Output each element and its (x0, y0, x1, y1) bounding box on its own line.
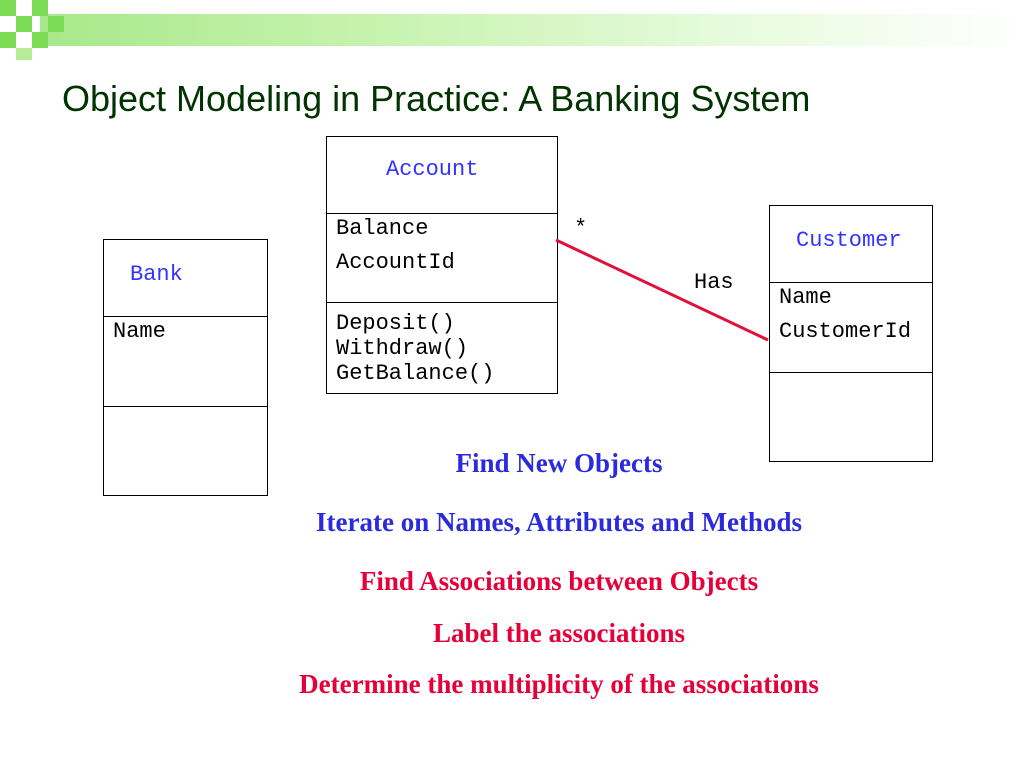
deco-square (0, 32, 16, 48)
bank-class-name: Bank (130, 262, 183, 287)
account-attribute: Balance (336, 216, 429, 241)
customer-attributes-section: Name CustomerId (770, 282, 932, 372)
account-class-name: Account (386, 157, 479, 182)
customer-attribute: CustomerId (779, 319, 912, 344)
association-multiplicity: * (574, 216, 588, 241)
has-association-line (555, 238, 769, 342)
account-attributes-section: Balance AccountId (327, 213, 557, 302)
header-gradient-band (40, 14, 1024, 46)
deco-square (16, 16, 32, 32)
account-method: Deposit() (336, 311, 455, 336)
customer-class-box: Customer Name CustomerId (769, 205, 933, 462)
deco-square (16, 48, 32, 60)
slide-title: Object Modeling in Practice: A Banking S… (62, 78, 811, 119)
account-methods-section: Deposit() Withdraw() GetBalance() (327, 302, 557, 393)
note-find-associations: Find Associations between Objects (359, 566, 759, 596)
account-method: GetBalance() (336, 361, 495, 386)
association-label: Has (694, 270, 734, 295)
customer-class-name: Customer (796, 228, 902, 253)
note-find-new-objects: Find New Objects (455, 448, 663, 478)
account-attribute: AccountId (336, 250, 455, 275)
note-iterate: Iterate on Names, Attributes and Methods (316, 507, 802, 537)
deco-square (32, 0, 48, 16)
deco-square (48, 16, 64, 32)
bank-class-box: Bank Name (103, 239, 268, 496)
note-multiplicity: Determine the multiplicity of the associ… (299, 669, 819, 699)
account-class-box: Account Balance AccountId Deposit() With… (326, 136, 558, 394)
account-method: Withdraw() (336, 336, 469, 361)
bank-attributes-section: Name (104, 316, 267, 406)
customer-attribute: Name (779, 285, 832, 310)
deco-square (0, 0, 16, 16)
customer-methods-section (770, 372, 932, 461)
note-label-associations: Label the associations (432, 618, 686, 648)
bank-attribute: Name (113, 319, 166, 344)
bank-methods-section (104, 406, 267, 495)
deco-square (32, 32, 48, 48)
